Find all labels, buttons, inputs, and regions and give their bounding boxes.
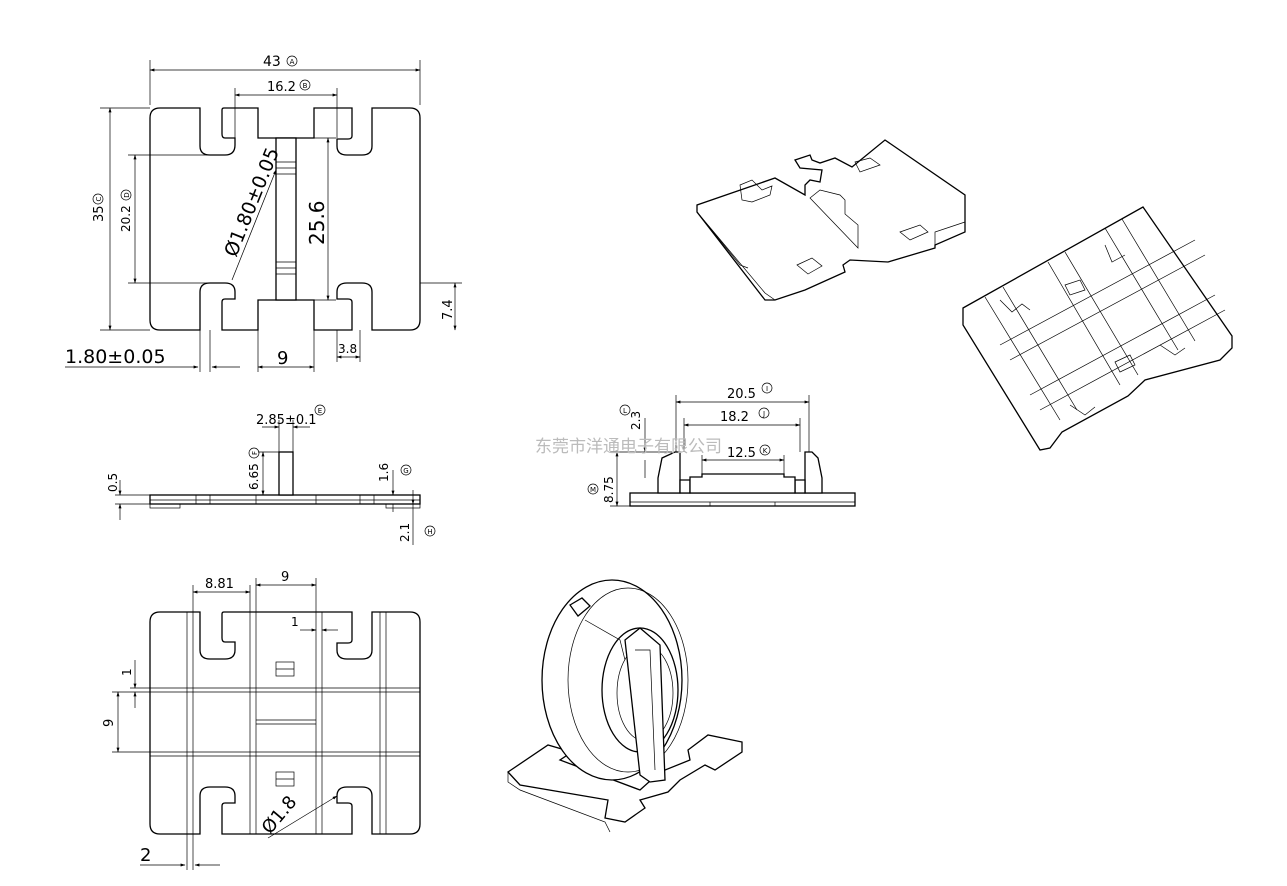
top-view: 43 A 16.2 B 35 C 20.2 D Ø1.80±0.05 xyxy=(65,54,462,372)
front-pin xyxy=(278,451,294,496)
overall-width-label: 43 xyxy=(263,54,281,70)
pin-offset-label: 1.80±0.05 xyxy=(65,346,166,368)
pin-length-label: 25.6 xyxy=(305,200,329,245)
bottom-view-outline xyxy=(149,611,421,835)
side-view: 20.5 I 18.2 J 12.5 K 2.3 L 8.75 M xyxy=(587,382,856,507)
pin-width-label: 2.85±0.1 xyxy=(256,413,317,428)
inner-width-label: 16.2 xyxy=(267,80,296,95)
front-view: 2.85±0.1 E 0.5 6.65 F 1.6 G 2.1 xyxy=(106,404,436,545)
base-thickness-label: 0.5 xyxy=(106,473,120,492)
left-width-label: 8.81 xyxy=(205,577,234,592)
foot-height-label: 7.4 xyxy=(441,299,456,320)
inner-height-label: 20.2 xyxy=(119,205,133,232)
svg-text:I: I xyxy=(766,385,768,393)
total-height-label: 8.75 xyxy=(602,476,616,503)
svg-text:F: F xyxy=(251,451,259,455)
isometric-view-top xyxy=(696,139,966,301)
svg-text:J: J xyxy=(762,410,765,418)
watermark: 东莞市洋通电子有限公司 xyxy=(535,437,722,457)
leg-label: 2.1 xyxy=(398,523,412,542)
tab-height-label: 2.3 xyxy=(629,411,643,430)
outer-span-label: 20.5 xyxy=(727,387,756,402)
pin-diameter-label: Ø1.80±0.05 xyxy=(220,145,284,260)
center-width-label: 9 xyxy=(281,570,289,585)
slot-width-label: 3.8 xyxy=(338,342,357,356)
pin-bar xyxy=(275,137,297,301)
pin-height-label: 6.65 xyxy=(247,463,261,490)
hole-diameter-label: Ø1.8 xyxy=(258,792,302,838)
svg-text:H: H xyxy=(427,528,432,536)
top-view-outline xyxy=(149,107,421,331)
svg-text:K: K xyxy=(763,447,768,455)
rib-height-label: 1 xyxy=(120,668,134,676)
svg-text:C: C xyxy=(95,196,103,201)
svg-text:G: G xyxy=(403,467,408,475)
mid-span-label: 18.2 xyxy=(720,410,749,425)
cell-height-label: 9 xyxy=(102,719,117,727)
center-gap-label: 9 xyxy=(277,348,288,369)
bottom-view: 8.81 9 1 1 9 Ø1.8 2 xyxy=(102,570,421,870)
isometric-view-assembled xyxy=(507,579,743,833)
isometric-view-bottom xyxy=(962,206,1233,451)
svg-text:E: E xyxy=(318,407,322,415)
edge-label: 2 xyxy=(140,845,151,866)
inner-span-label: 12.5 xyxy=(727,446,756,461)
rib-label: 1 xyxy=(291,615,299,629)
svg-text:M: M xyxy=(590,486,596,494)
svg-text:B: B xyxy=(303,82,308,90)
svg-text:A: A xyxy=(290,58,295,66)
step-label: 1.6 xyxy=(377,463,391,482)
svg-text:D: D xyxy=(123,192,131,197)
svg-text:L: L xyxy=(623,407,627,415)
overall-height-label: 35 xyxy=(92,205,107,222)
